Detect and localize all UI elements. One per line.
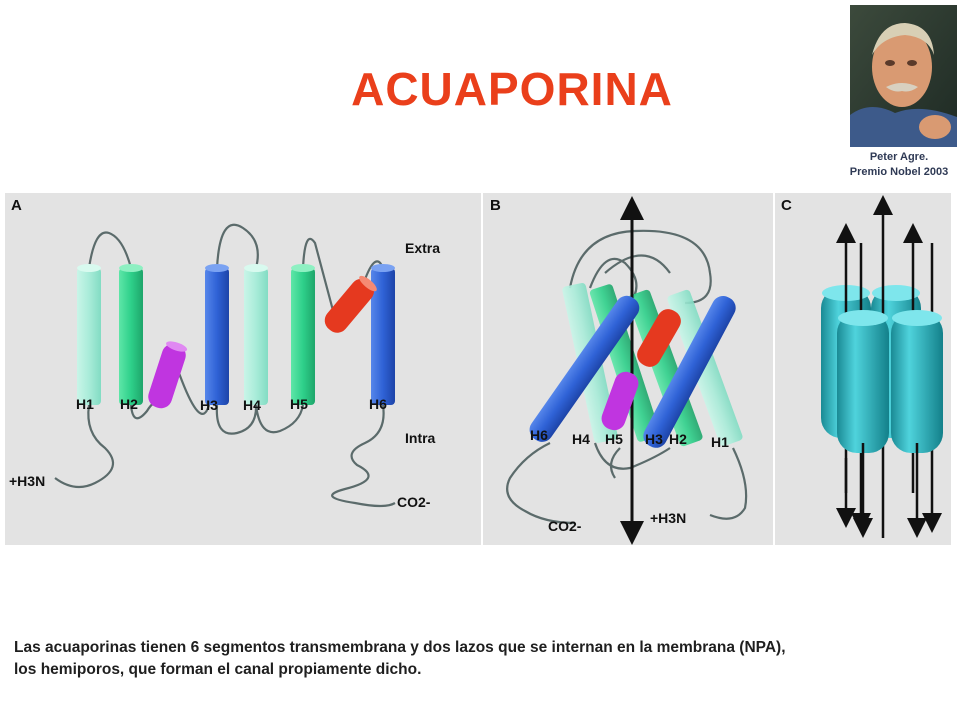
panel-a-hemipore-red bbox=[324, 275, 377, 333]
panel-a-helix-h4 bbox=[244, 264, 268, 405]
panel-a-extra-label: Extra bbox=[405, 240, 440, 256]
panel-c-monomer-front-left bbox=[837, 310, 889, 453]
panel-a-helix-h1 bbox=[77, 264, 101, 405]
description-text: Las acuaporinas tienen 6 segmentos trans… bbox=[14, 637, 954, 681]
panel-a-n-terminus: +H3N bbox=[9, 473, 45, 489]
panel-b-hemipore-red bbox=[637, 309, 681, 367]
panel-a-label-h1: H1 bbox=[76, 396, 94, 412]
panel-a: A bbox=[5, 193, 481, 545]
panel-a-label-h6: H6 bbox=[369, 396, 387, 412]
panel-b-label-h4: H4 bbox=[572, 431, 590, 447]
panel-a-hemipore-magenta bbox=[148, 341, 188, 409]
panel-a-label-h4: H4 bbox=[243, 397, 261, 413]
portrait-photo bbox=[850, 5, 957, 147]
panel-b-helix-h3 bbox=[643, 295, 736, 448]
panel-a-label-h2: H2 bbox=[120, 396, 138, 412]
panel-b-n-terminus: +H3N bbox=[650, 510, 686, 526]
panel-b-label-h1: H1 bbox=[711, 434, 729, 450]
panel-b-label-h5: H5 bbox=[605, 431, 623, 447]
description-line-1: Las acuaporinas tienen 6 segmentos trans… bbox=[14, 639, 786, 656]
aquaporin-figure: A bbox=[5, 193, 951, 545]
panel-b-c-terminus: CO2- bbox=[548, 518, 582, 534]
panel-b-hemipore-magenta bbox=[601, 371, 639, 431]
slide-title: ACUAPORINA bbox=[351, 63, 673, 115]
panel-b-label-h3: H3 bbox=[645, 431, 663, 447]
panel-a-helix-h3 bbox=[205, 264, 229, 405]
panel-a-helix-h5 bbox=[291, 264, 315, 405]
panel-a-c-terminus: CO2- bbox=[397, 494, 431, 510]
panel-c: C bbox=[775, 193, 951, 545]
panel-c-monomer-front-right bbox=[891, 310, 943, 453]
panel-b-helix-h6 bbox=[529, 295, 640, 442]
panel-b-label-h6: H6 bbox=[530, 427, 548, 443]
panel-a-label-h5: H5 bbox=[290, 396, 308, 412]
panel-b: B bbox=[483, 193, 773, 545]
panel-a-intra-label: Intra bbox=[405, 430, 436, 446]
portrait-name: Peter Agre. bbox=[869, 151, 929, 163]
panel-a-helix-h6 bbox=[371, 264, 395, 405]
panel-a-label-h3: H3 bbox=[200, 397, 218, 413]
panel-c-label: C bbox=[781, 197, 792, 214]
portrait-caption: Peter Agre. Premio Nobel 2003 bbox=[838, 150, 960, 180]
panel-a-helix-h2 bbox=[119, 264, 143, 405]
panel-a-label: A bbox=[11, 197, 22, 214]
panel-b-label: B bbox=[490, 197, 501, 214]
portrait-award: Premio Nobel 2003 bbox=[849, 166, 949, 178]
panel-b-label-h2: H2 bbox=[669, 431, 687, 447]
panel-b-loops bbox=[506, 229, 748, 525]
description-line-2: los hemiporos, que forman el canal propi… bbox=[14, 661, 422, 678]
